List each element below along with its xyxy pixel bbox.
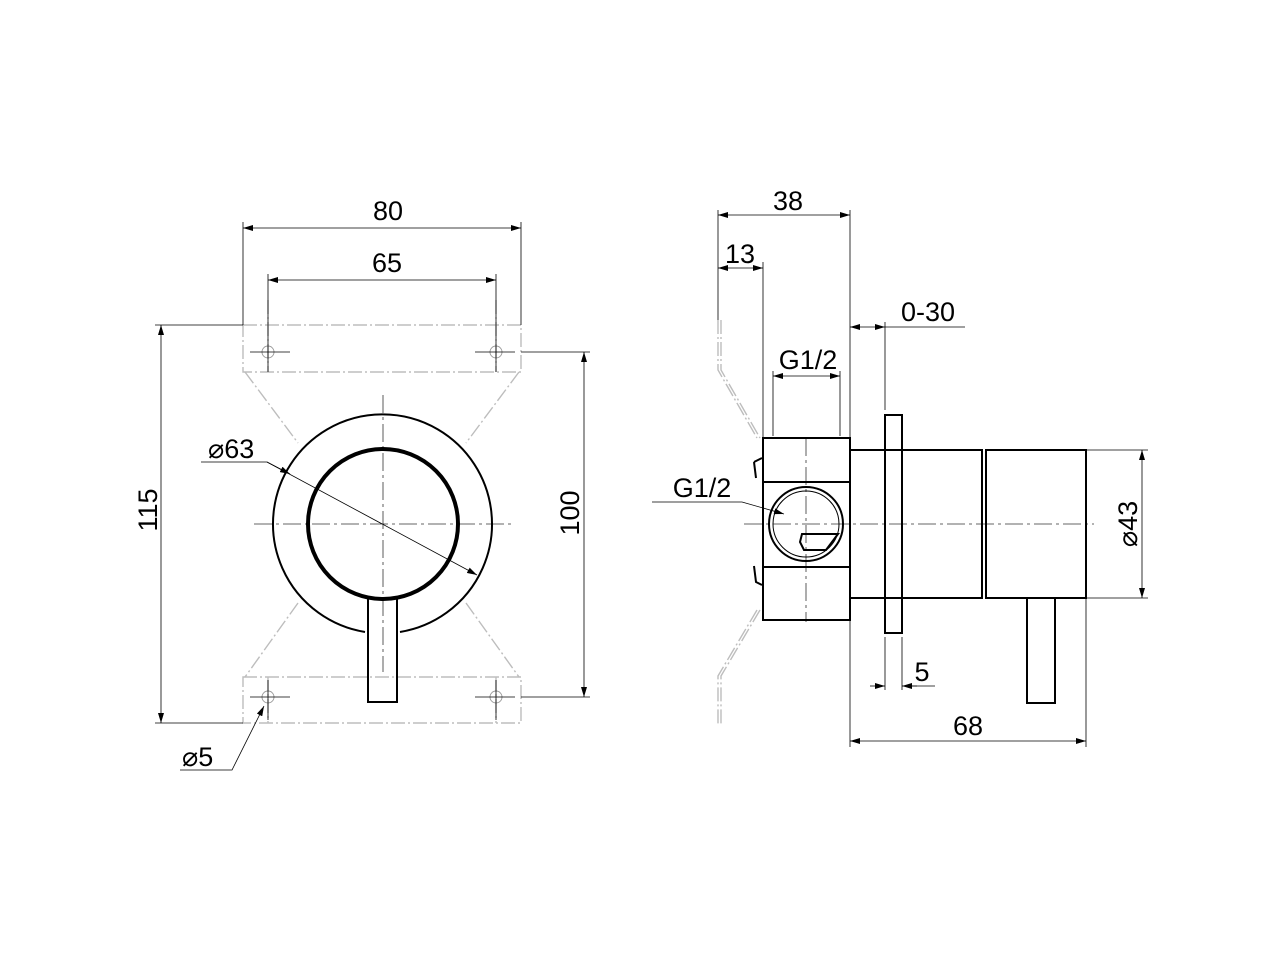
dimension-68: 68	[849, 598, 1087, 747]
dimension-label: ⌀5	[182, 742, 213, 772]
dimension-100: 100	[521, 351, 590, 698]
dimension-label: 5	[914, 657, 929, 687]
dimension-65: 65	[267, 248, 497, 340]
dimension-g12-top: G1/2	[772, 345, 841, 436]
handle-body-circle	[306, 447, 460, 601]
dimension-80: 80	[242, 196, 522, 325]
dimension-38: 38	[717, 186, 851, 438]
handle-cap	[985, 449, 1087, 599]
dimension-label: 115	[133, 488, 163, 531]
dimension-label: 0-30	[901, 297, 955, 327]
dimension-115: 115	[133, 324, 243, 724]
dimension-label: G1/2	[779, 345, 838, 375]
front-view: 80 65 115 100 ⌀63 ⌀5	[133, 196, 590, 772]
dimension-0-30: 0-30	[850, 297, 965, 410]
dimension-g12-side: G1/2	[652, 473, 785, 515]
dimension-label: ⌀63	[208, 434, 254, 464]
lever-handle	[367, 599, 398, 703]
dimension-label: G1/2	[673, 473, 732, 503]
dimension-label: 13	[725, 239, 755, 269]
dimension-label: 65	[372, 248, 402, 278]
rosette-outer	[272, 413, 493, 633]
dimension-diameter-5: ⌀5	[180, 705, 265, 772]
lever-handle-side	[1026, 598, 1056, 704]
dimension-label: 68	[953, 711, 983, 741]
side-view: 38 13 0-30 G1/2 G1/2 ⌀43	[652, 186, 1148, 747]
dimension-label: 80	[373, 196, 403, 226]
dimension-13: 13	[718, 239, 764, 438]
mounting-plate-ghost	[242, 300, 522, 724]
dimension-label: ⌀43	[1113, 501, 1143, 547]
dimension-label: 100	[555, 490, 585, 535]
dimension-diameter-63: ⌀63	[201, 434, 478, 576]
inlet-port	[768, 486, 844, 562]
dimension-diameter-43: ⌀43	[1086, 449, 1148, 599]
dimension-5: 5	[870, 637, 935, 690]
mounting-holes	[250, 340, 515, 720]
valve-body	[849, 449, 983, 599]
wall-flange	[884, 414, 903, 634]
dimension-label: 38	[773, 186, 803, 216]
wall-ghost	[717, 320, 761, 725]
